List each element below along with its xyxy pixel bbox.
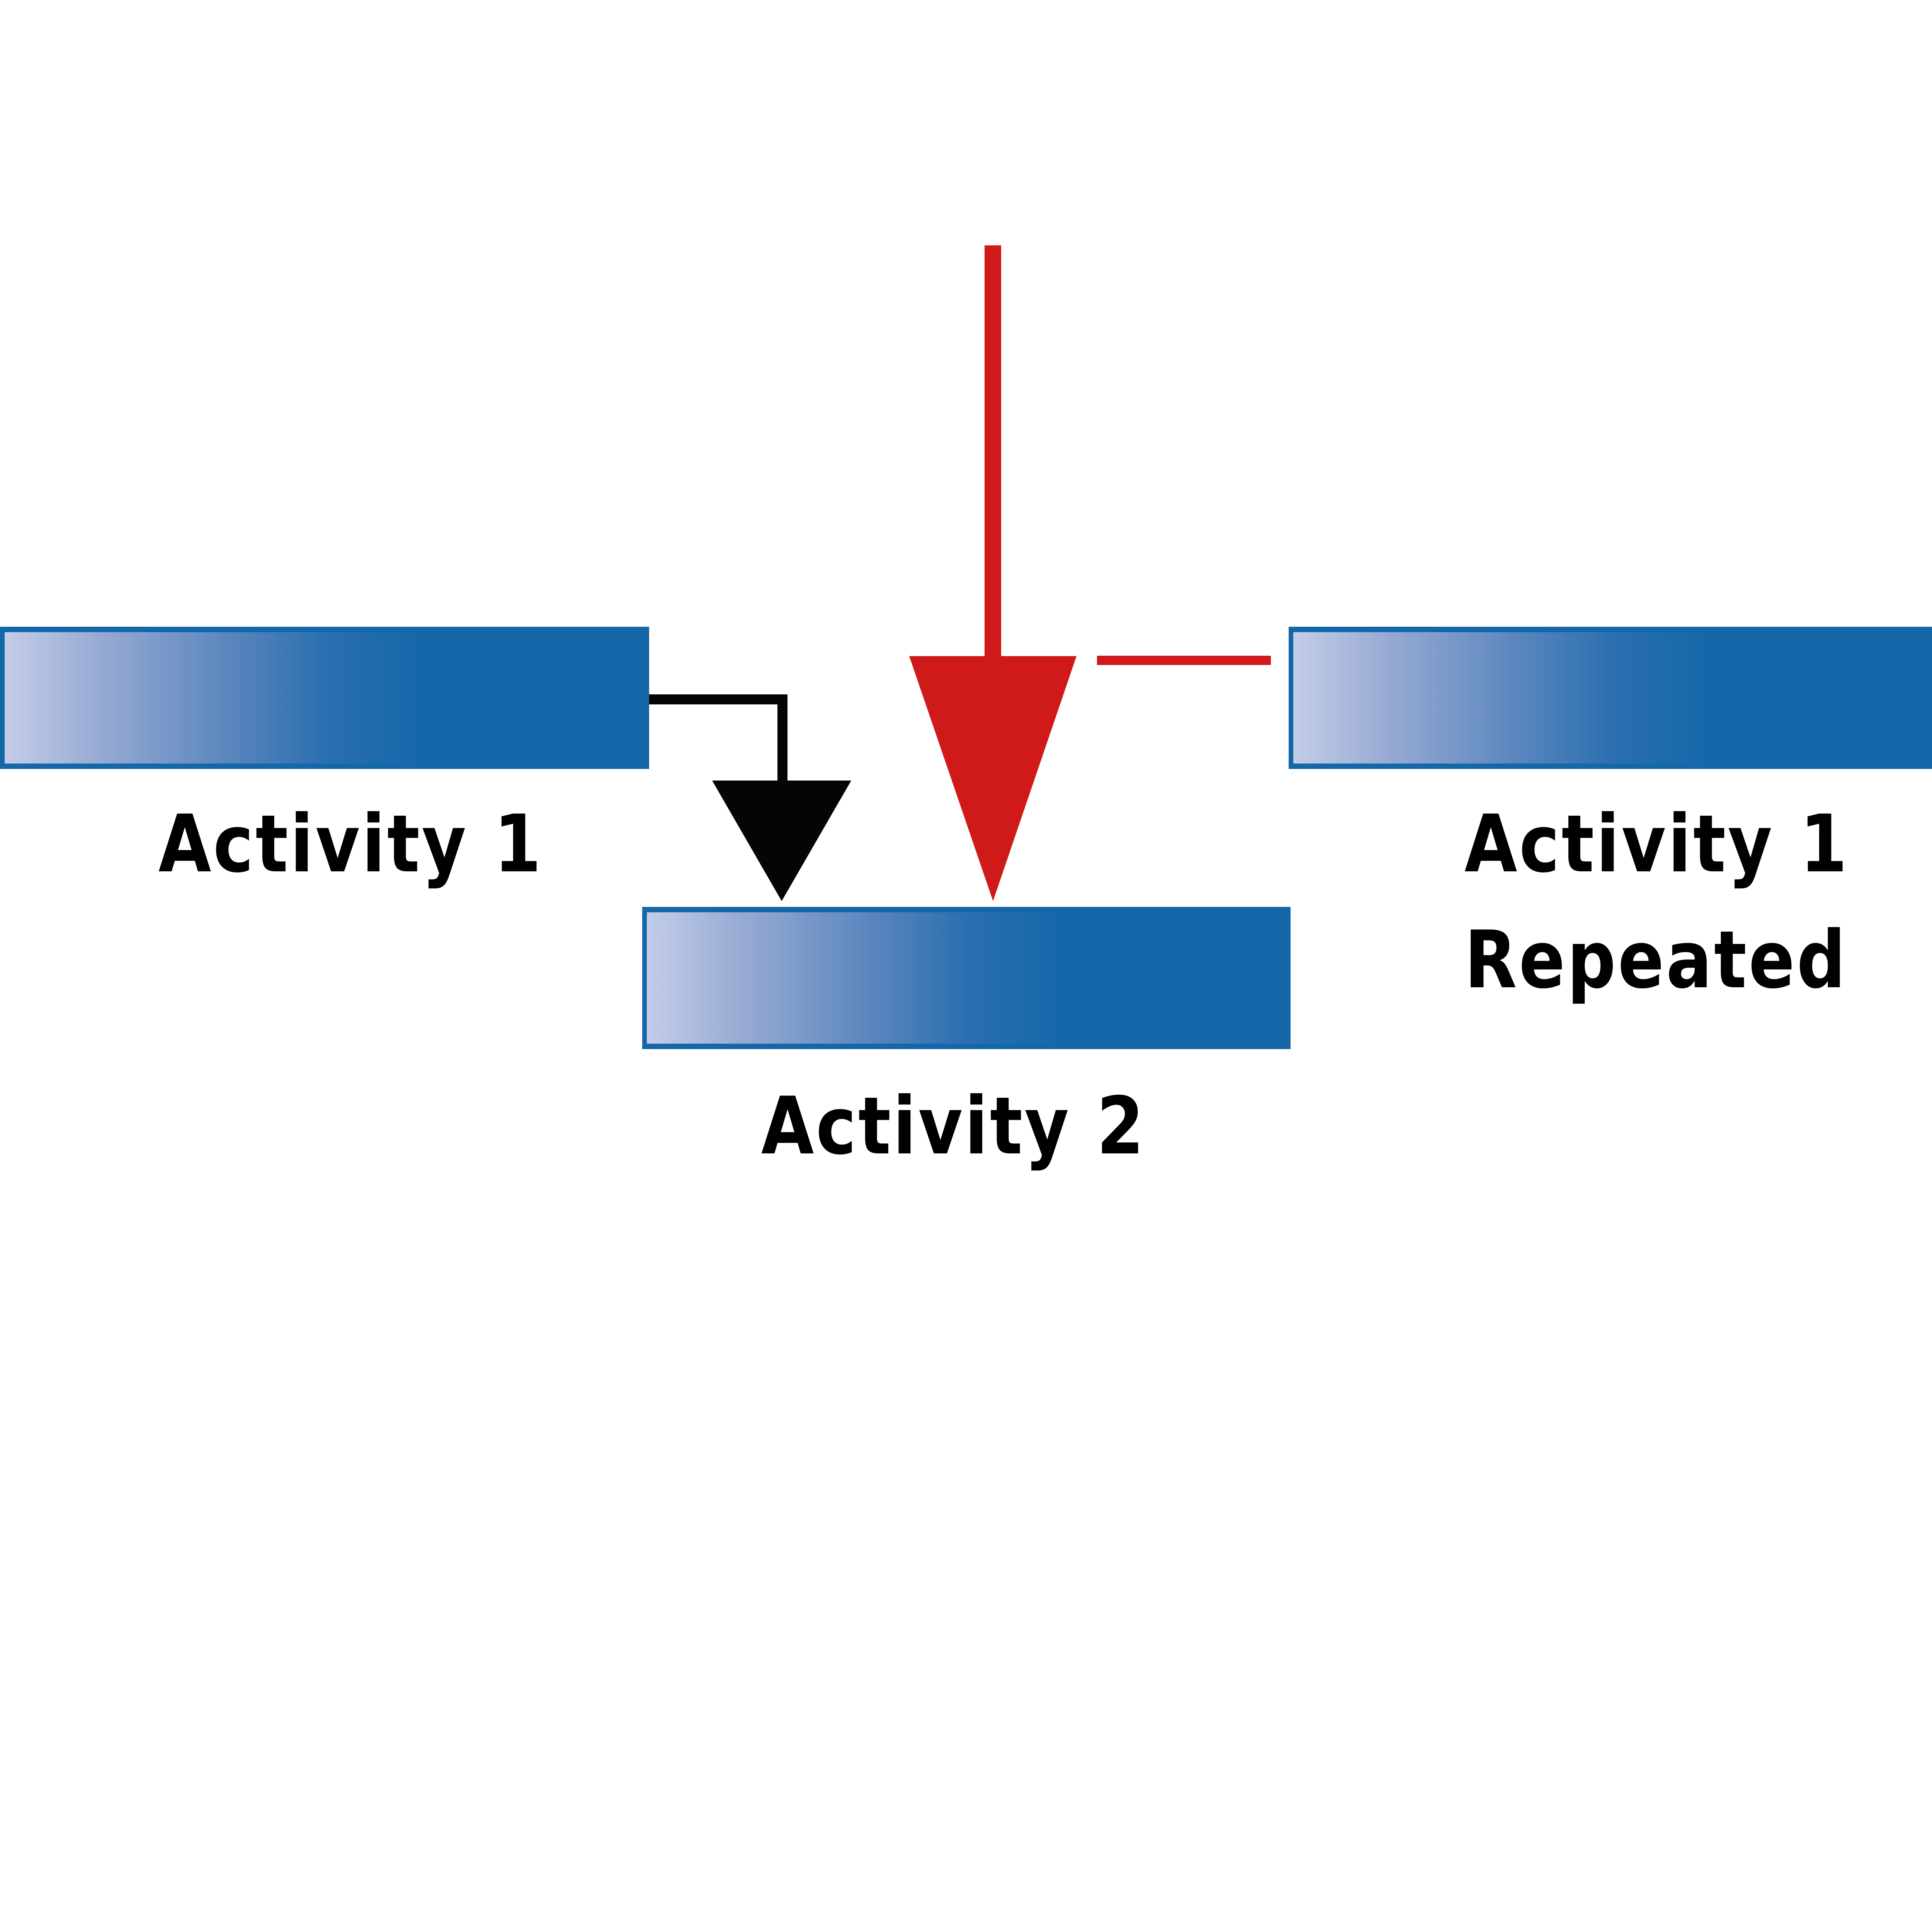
- interrupt-arrow: [909, 245, 1271, 901]
- interrupt-dash: [1097, 656, 1147, 665]
- activity-1-repeated-bar[interactable]: [1289, 627, 1932, 769]
- activity-1-repeated-label-line1: Activity 1: [1464, 798, 1849, 890]
- activity-1-bar[interactable]: [0, 627, 649, 769]
- interrupt-dash-extension: [1147, 656, 1271, 665]
- interrupt-arrow-shaft: [985, 245, 1001, 659]
- activity-1-label: Activity 1: [158, 798, 543, 890]
- dependency-arrow: [649, 694, 851, 901]
- dependency-arrowhead-icon: [712, 781, 851, 901]
- activity-1-repeated-label-line2: Repeated: [1464, 914, 1848, 1006]
- activity-2-bar[interactable]: [642, 907, 1291, 1049]
- interrupt-arrowhead-icon: [909, 656, 1077, 901]
- activity-2-label: Activity 2: [761, 1080, 1146, 1172]
- dependency-connector-line: [649, 694, 787, 784]
